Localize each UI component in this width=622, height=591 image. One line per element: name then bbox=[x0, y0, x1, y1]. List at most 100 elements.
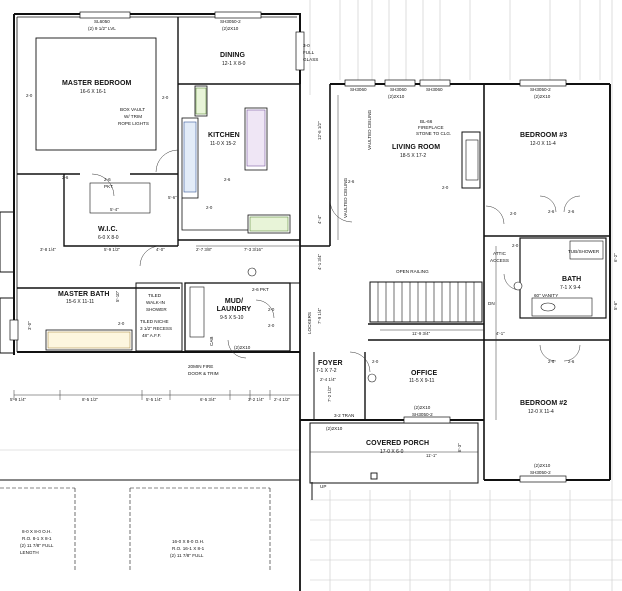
dim-6-3: 6'-3" bbox=[457, 443, 462, 452]
window-sl6050-header: (2) 9 1/2" LVL bbox=[88, 26, 116, 31]
room-name-wic: W.I.C. bbox=[98, 226, 118, 233]
dim-bath-2-0: 2-0 bbox=[512, 243, 519, 248]
note-box-vault-2: W/ TRIM bbox=[124, 114, 143, 119]
room-name-living-room: LIVING ROOM bbox=[392, 144, 441, 151]
note-vanity: 60" VANITY bbox=[534, 293, 559, 298]
room-name-office: OFFICE bbox=[411, 370, 438, 377]
window-sl6050-tag: SL6050 bbox=[94, 19, 110, 24]
dim-lr-2-6: 2-6 bbox=[348, 179, 355, 184]
room-name-bath: BATH bbox=[562, 276, 582, 283]
note-tiled-niche-2: 3 1/2" RECESS bbox=[140, 326, 173, 331]
dim-11-9: 11'-9 3/4" bbox=[412, 331, 431, 336]
note-dn: DN bbox=[488, 301, 495, 306]
note-garage-door-2c: (2) 11 7/8" FULL bbox=[170, 553, 204, 558]
room-name-foyer: FOYER bbox=[318, 360, 343, 367]
room-size-foyer: 7-1 X 7-2 bbox=[316, 368, 337, 374]
note-open-railing: OPEN RAILING bbox=[396, 269, 429, 274]
note-fireplace-1: BL-66 bbox=[420, 119, 433, 124]
window-foyer-header: (2)2X10 bbox=[326, 426, 343, 431]
dim-mud-2-0b: 2-0 bbox=[268, 323, 275, 328]
note-box-vault-3: ROPE LIGHTS bbox=[118, 121, 149, 126]
dim-bed3-2-6b: 2-6 bbox=[568, 209, 575, 214]
room-name-covered-porch: COVERED PORCH bbox=[366, 440, 430, 447]
dim-5-5: 5'-5 1/4" bbox=[146, 397, 163, 402]
dim-kitchen-2-6: 2-6 bbox=[224, 177, 231, 182]
room-size-office: 11-5 X 9-11 bbox=[409, 378, 435, 384]
note-full-glass-2: FULL bbox=[303, 50, 315, 55]
note-fire-door-1: 20MIN FIRE bbox=[188, 364, 214, 369]
window-sh3060-b: SH3060 bbox=[390, 87, 407, 92]
note-up: UP bbox=[320, 484, 327, 489]
dim-2-4b: 2'-4 1/2" bbox=[274, 397, 291, 402]
room-size-bedroom-2: 12-0 X 11-4 bbox=[528, 409, 554, 415]
window-bed3-tag: SH3050-2 bbox=[530, 87, 551, 92]
window-office-tag: SH3050-2 bbox=[412, 412, 433, 417]
dim-mud-2-0: 2-0 bbox=[268, 307, 275, 312]
window-sh3060-c: SH3060 bbox=[426, 87, 443, 92]
note-fire-door-2: DOOR & TRIM bbox=[188, 371, 219, 376]
note-tiled-niche-1: TILED NICHE bbox=[140, 319, 169, 324]
window-dining-header: (2)2X10 bbox=[222, 26, 239, 31]
dim-4-0: 4'-0" bbox=[156, 247, 165, 252]
dim-4-1: 4'-1" bbox=[496, 331, 505, 336]
room-name-kitchen: KITCHEN bbox=[208, 132, 240, 139]
window-mud-header: (2)2X10 bbox=[234, 345, 251, 350]
window-bed2-header: (2)2X10 bbox=[534, 463, 551, 468]
dimension-lines bbox=[13, 95, 497, 453]
note-tub-shower: TUB/SHOWER bbox=[568, 249, 600, 254]
windows bbox=[9, 11, 567, 483]
dim-4-4: 4'-4" bbox=[317, 215, 322, 224]
dim-2-7: 2'-7 3/8" bbox=[196, 247, 213, 252]
dim-mb-right: 2-0 bbox=[162, 95, 169, 100]
window-bed3-header: (2)2X10 bbox=[534, 94, 551, 99]
note-garage-door-2b: R.O. 16-1 X 8-1 bbox=[172, 546, 205, 551]
dim-5-6: 5'-6" bbox=[168, 195, 177, 200]
note-vaulted-ceiling-2: VAULTED CEILING bbox=[367, 109, 372, 150]
note-box-vault-1: BOX VAULT bbox=[120, 107, 146, 112]
window-office-header: (2)2X10 bbox=[414, 405, 431, 410]
note-attic-access-2: ACCESS bbox=[490, 258, 509, 263]
room-name-master-bath: MASTER BATH bbox=[58, 291, 110, 298]
dim-foyer-2-0: 2-0 bbox=[372, 359, 379, 364]
dim-7-9: 7'-9 1/4" bbox=[317, 307, 322, 324]
window-dining-tag: SH3050-2 bbox=[220, 19, 241, 24]
note-garage-door-2a: 16-0 X 8-0 O.H. bbox=[172, 539, 205, 544]
room-size-bedroom-3: 12-0 X 11-4 bbox=[530, 141, 556, 147]
dim-5-9: 5'-9 1/2" bbox=[104, 247, 121, 252]
note-garage-door-1c: (2) 11 7/8" FULL bbox=[20, 543, 54, 548]
window-living-header: (2)2X10 bbox=[388, 94, 405, 99]
room-size-master-bedroom: 16-6 X 16-1 bbox=[80, 89, 107, 95]
room-name-bedroom-2: BEDROOM #2 bbox=[520, 400, 568, 407]
door-swings bbox=[91, 149, 581, 373]
dim-5-6b: 5'-6" bbox=[613, 301, 618, 310]
dim-6-5: 6'-5 3/4" bbox=[200, 397, 217, 402]
dim-mb-left: 2-0 bbox=[26, 93, 33, 98]
window-sh3060-a: SH3060 bbox=[350, 87, 367, 92]
dim-3-8: 3'-8 1/4" bbox=[40, 247, 57, 252]
dim-bed3-2-6a: 2-6 bbox=[548, 209, 555, 214]
note-attic-access-1: ATTIC bbox=[493, 251, 506, 256]
dim-bed2-2-6b: 2-6 bbox=[568, 359, 575, 364]
note-fireplace-2: FIREPLACE bbox=[418, 125, 444, 130]
note-pkt-2: 2-6 PKT bbox=[252, 287, 269, 292]
dim-5-4: 5'-4" bbox=[110, 207, 119, 212]
note-tiled-shower-2: WALK-IN bbox=[146, 300, 165, 305]
dim-5-10: 5'-10" bbox=[115, 290, 120, 302]
dim-lobby-2-0: 2-0 bbox=[510, 211, 517, 216]
note-garage-door-1d: LENGTH bbox=[20, 550, 39, 555]
note-pkt-1b: PKT bbox=[104, 184, 113, 189]
ceiling-fan-symbols bbox=[247, 267, 523, 383]
note-full-glass-1: 3-0 bbox=[303, 43, 310, 48]
dim-5-9b: 5'-9 1/4" bbox=[10, 397, 27, 402]
note-tiled-shower-3: SHOWER bbox=[146, 307, 167, 312]
dim-3-0: 3'-0" bbox=[27, 321, 32, 330]
note-tiled-niche-3: 48" A.F.F. bbox=[142, 333, 162, 338]
dim-8-5: 8'-5 1/2" bbox=[82, 397, 99, 402]
dim-mbath-2-0: 2-0 bbox=[118, 321, 125, 326]
dim-7-2: 7'-2 1/2" bbox=[327, 385, 332, 402]
dim-11-1: 11'-1" bbox=[426, 453, 437, 458]
dim-6-2: 6'-2" bbox=[613, 253, 618, 262]
room-name-dining: DINING bbox=[220, 52, 246, 59]
